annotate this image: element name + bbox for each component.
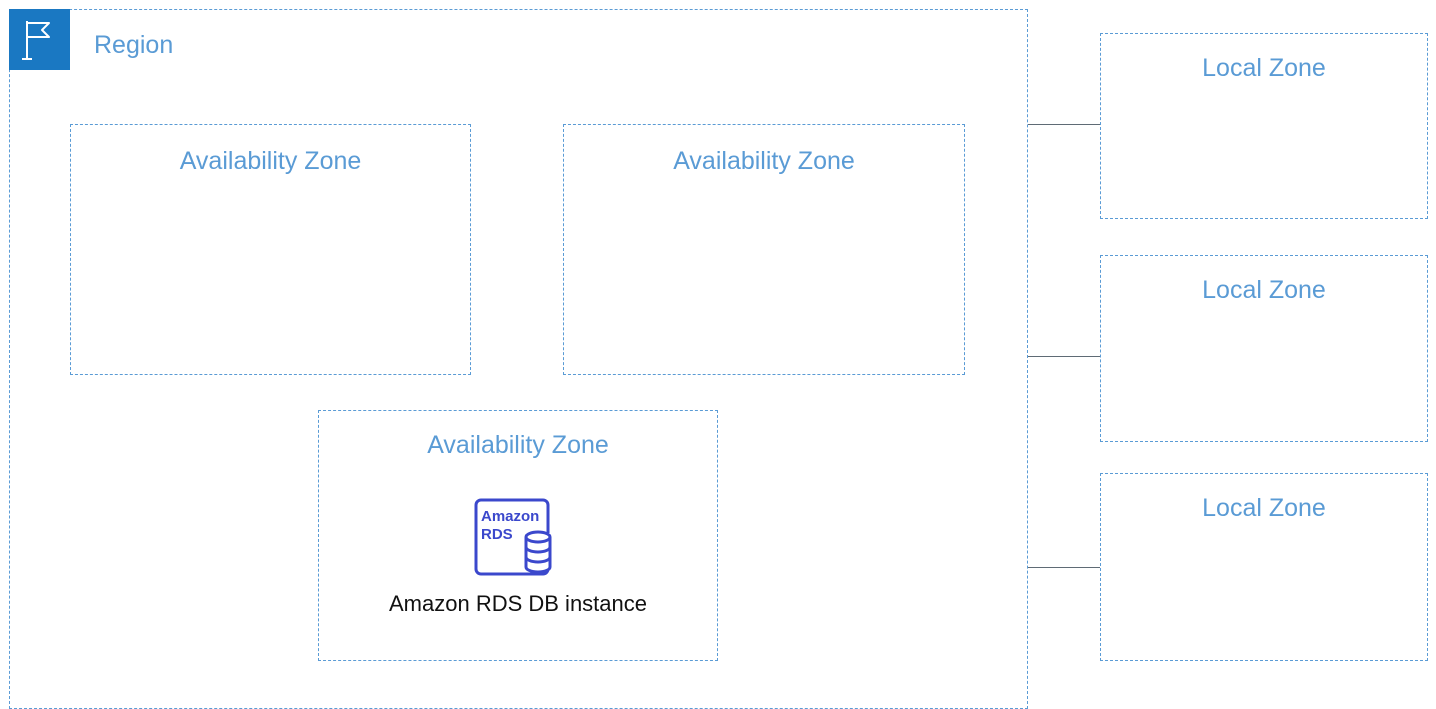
availability-zone-label: Availability Zone: [179, 147, 362, 175]
availability-zone-label: Availability Zone: [673, 147, 855, 175]
availability-zone: Availability Zone: [70, 124, 471, 375]
local-zone-label: Local Zone: [1202, 494, 1326, 522]
availability-zone: Availability Zone: [563, 124, 965, 375]
region-to-local-zone-connector: [1028, 124, 1100, 125]
availability-zone-label: Availability Zone: [427, 431, 609, 459]
rds-icon-text-amazon: Amazon: [481, 508, 539, 525]
local-zone: Local Zone: [1100, 255, 1428, 442]
local-zone-label: Local Zone: [1202, 54, 1326, 82]
region-to-local-zone-connector: [1028, 567, 1100, 568]
rds-icon-text-rds: RDS: [481, 526, 513, 543]
availability-zone: Availability Zone Amazon RDS Amazon RDS …: [318, 410, 718, 661]
flag-icon: [9, 9, 70, 70]
local-zone: Local Zone: [1100, 33, 1428, 219]
db-instance-caption: Amazon RDS DB instance: [389, 591, 647, 616]
local-zone-label: Local Zone: [1202, 276, 1326, 304]
region-to-local-zone-connector: [1028, 356, 1100, 357]
local-zone: Local Zone: [1100, 473, 1428, 661]
region-label: Region: [94, 31, 174, 59]
amazon-rds-icon: Amazon RDS: [474, 497, 554, 577]
